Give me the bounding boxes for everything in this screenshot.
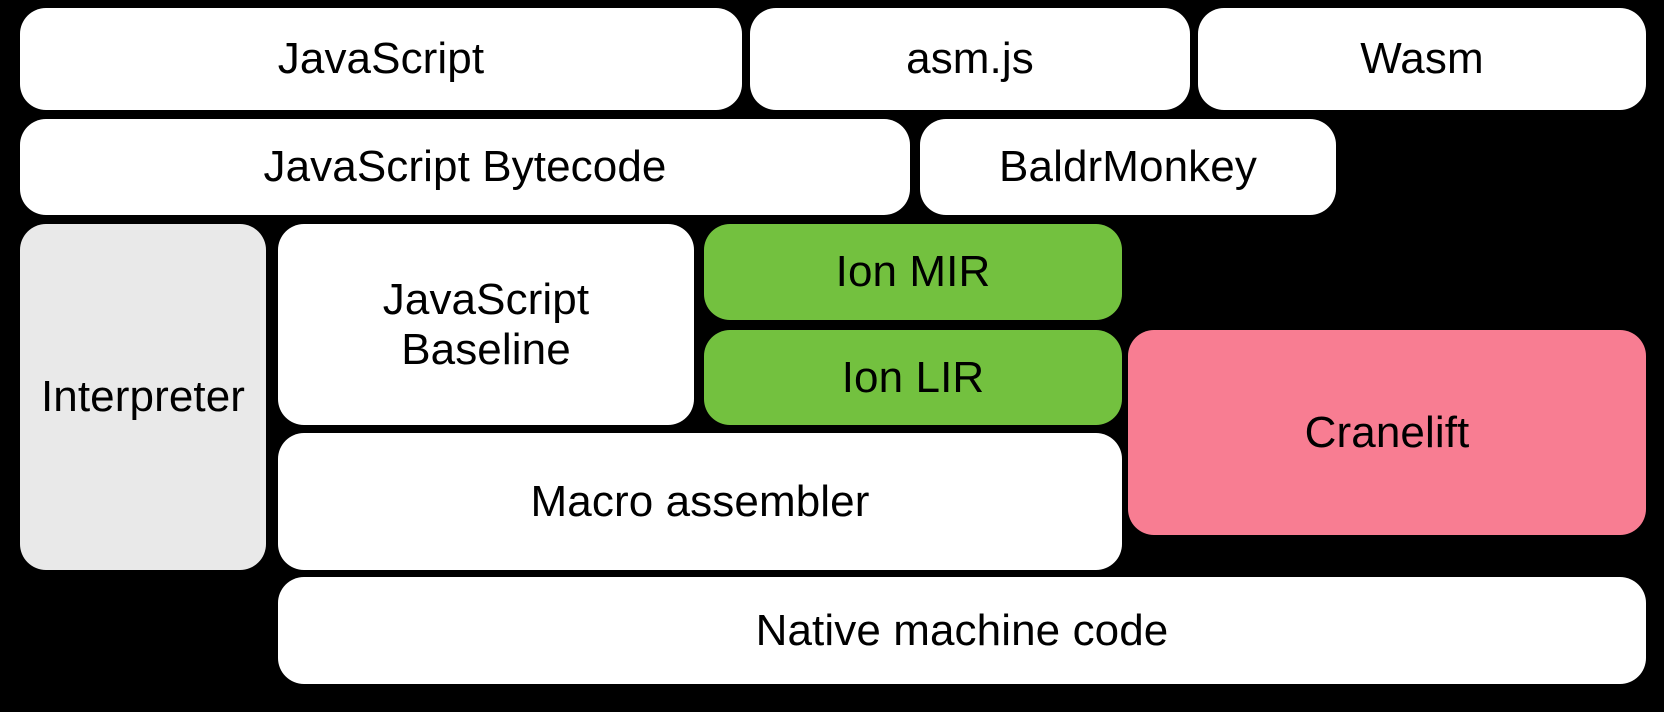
node-cranelift: Cranelift <box>1128 330 1646 535</box>
node-macro-assembler: Macro assembler <box>278 433 1122 570</box>
node-wasm: Wasm <box>1198 8 1646 110</box>
node-asm-js: asm.js <box>750 8 1190 110</box>
node-ion-lir: Ion LIR <box>704 330 1122 425</box>
node-javascript-bytecode: JavaScript Bytecode <box>20 119 910 215</box>
node-native-machine-code: Native machine code <box>278 577 1646 684</box>
node-ion-mir: Ion MIR <box>704 224 1122 320</box>
node-interpreter: Interpreter <box>20 224 266 570</box>
node-baldrmonkey: BaldrMonkey <box>920 119 1336 215</box>
node-javascript-baseline: JavaScript Baseline <box>278 224 694 425</box>
node-javascript: JavaScript <box>20 8 742 110</box>
